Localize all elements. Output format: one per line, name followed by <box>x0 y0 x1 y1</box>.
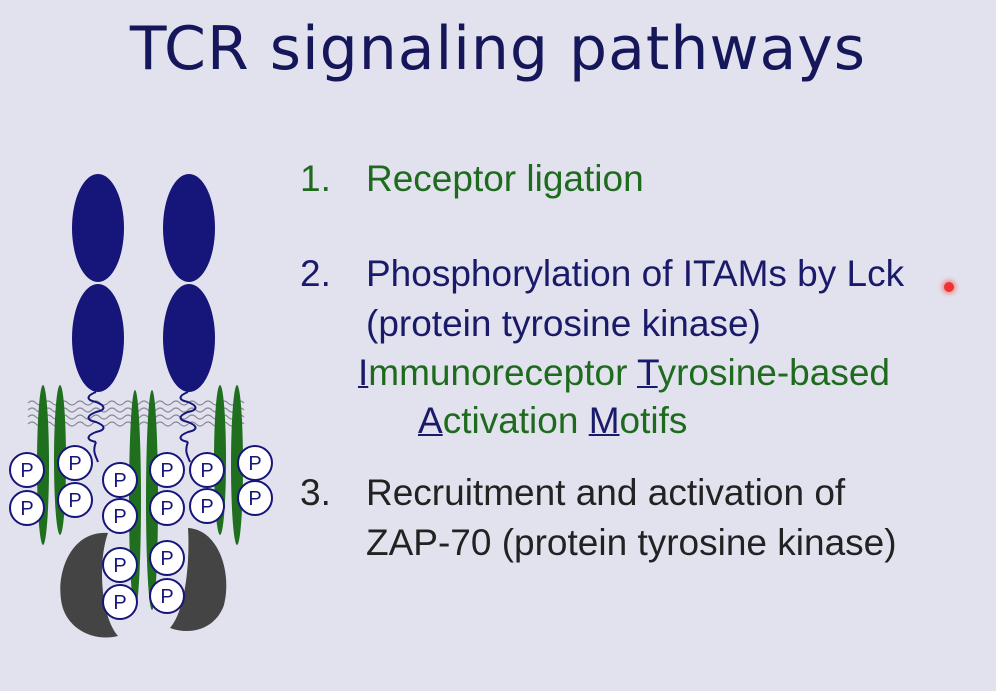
phosphate-5: P <box>102 462 138 498</box>
itam-word-activation: ctivation <box>442 400 579 441</box>
itam-word-motifs: otifs <box>619 400 688 441</box>
phosphate-4: P <box>57 482 93 518</box>
itam-word-tyrosine: yrosine-based <box>657 352 890 393</box>
phosphate-label: P <box>248 453 261 475</box>
phosphate-10: P <box>189 488 225 524</box>
step-3-number: 3. <box>300 472 331 513</box>
itam-initial-t: T <box>637 352 658 393</box>
phosphate-label: P <box>68 490 81 512</box>
itam-expansion-line2: Activation Motifs <box>418 396 687 446</box>
step-3-text-line1: Recruitment and activation of <box>366 472 846 513</box>
itam-initial-a: A <box>418 400 443 441</box>
step-2-text-line1: Phosphorylation of ITAMs by Lck <box>366 253 905 294</box>
phosphate-16: P <box>149 578 185 614</box>
phosphate-label: P <box>160 548 173 570</box>
phosphate-15: P <box>102 584 138 620</box>
phosphate-9: P <box>189 452 225 488</box>
tcr-beta-chain <box>163 174 215 392</box>
phosphate-label: P <box>200 460 213 482</box>
step-3-text-line2: ZAP-70 (protein tyrosine kinase) <box>366 522 897 563</box>
phosphate-label: P <box>248 488 261 510</box>
phosphate-label: P <box>113 506 126 528</box>
zap70-right-lobe <box>170 528 227 632</box>
phosphate-label: P <box>113 592 126 614</box>
phosphate-label: P <box>20 498 33 520</box>
tcr-linkers <box>87 391 197 463</box>
phosphate-11: P <box>237 445 273 481</box>
phosphate-label: P <box>160 586 173 608</box>
phosphate-13: P <box>102 547 138 583</box>
slide-title: TCR signaling pathways <box>129 14 867 84</box>
step-1-text: Receptor ligation <box>366 158 644 199</box>
phosphate-label: P <box>200 496 213 518</box>
step-2-text-line2: (protein tyrosine kinase) <box>366 303 761 344</box>
phosphate-2: P <box>57 445 93 481</box>
phosphate-12: P <box>237 480 273 516</box>
tcr-alpha-chain <box>72 174 124 392</box>
zap70-kinase <box>60 528 227 638</box>
phosphate-label: P <box>113 555 126 577</box>
itam-initial-m: M <box>588 400 620 441</box>
step-2-number: 2. <box>300 253 331 294</box>
zap70-left-lobe <box>60 532 118 638</box>
phosphate-8: P <box>149 490 185 526</box>
itam-initial-i: I <box>358 352 369 393</box>
phosphate-label: P <box>20 460 33 482</box>
phosphate-label: P <box>160 498 173 520</box>
phosphate-label: P <box>160 460 173 482</box>
phosphate-7: P <box>149 452 185 488</box>
step-1-number: 1. <box>300 158 331 199</box>
itam-expansion-line1: Immunoreceptor Tyrosine-based <box>358 348 890 398</box>
phosphate-3: P <box>9 490 45 526</box>
laser-pointer-dot <box>944 282 954 292</box>
phosphate-label: P <box>68 453 81 475</box>
phosphate-6: P <box>102 498 138 534</box>
phosphate-label: P <box>113 470 126 492</box>
phosphate-1: P <box>9 452 45 488</box>
itam-word-immunoreceptor: mmunoreceptor <box>368 352 628 393</box>
phosphate-14: P <box>149 540 185 576</box>
